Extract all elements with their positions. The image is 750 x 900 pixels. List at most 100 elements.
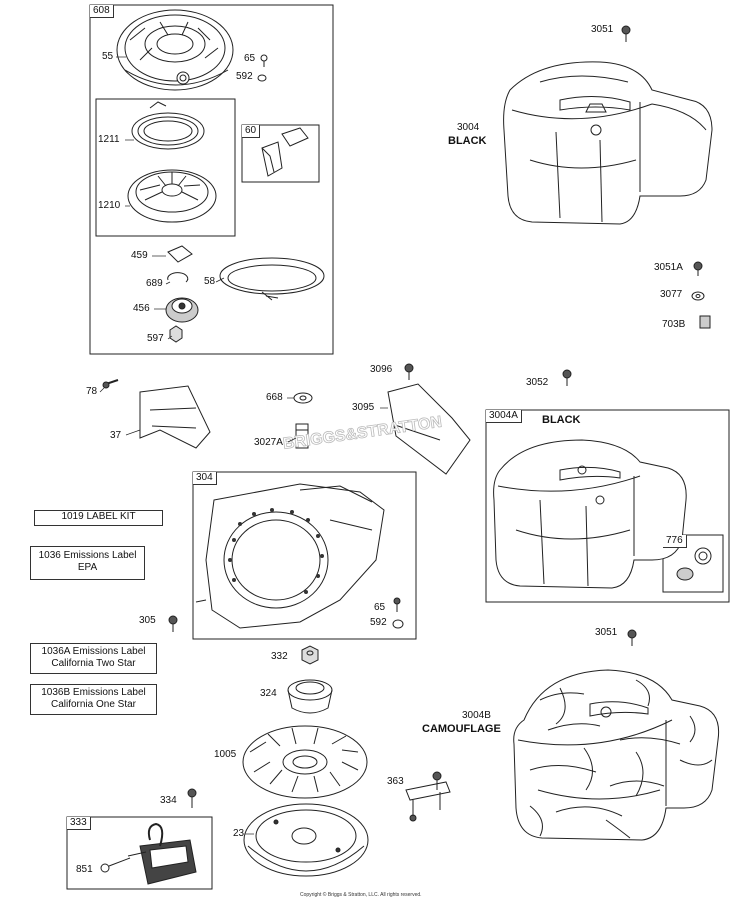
group-label-3004A: 3004A	[486, 410, 522, 423]
retainer-clip-part	[167, 272, 189, 283]
callout-3004B: 3004B	[462, 710, 491, 721]
callout-3077: 3077	[660, 289, 683, 300]
copyright-notice: Copyright © Briggs & Stratton, LLC. All …	[300, 892, 422, 898]
group-box-60	[241, 124, 320, 183]
callout-1210: 1210	[98, 200, 121, 211]
starter-housing-part	[116, 9, 234, 91]
screw-597-part	[169, 325, 183, 343]
shield-37-part	[139, 385, 211, 449]
callout-3052: 3052	[526, 377, 549, 388]
callout-65-lower: 65	[374, 602, 386, 613]
callout-65: 65	[244, 53, 256, 64]
callout-3095: 3095	[352, 402, 375, 413]
subgroup-box-spring	[95, 98, 236, 237]
pawl-retainer-part	[165, 297, 199, 323]
blower-housing-304-part	[195, 483, 385, 629]
starter-cup-324-part	[287, 679, 333, 714]
screw-305-part	[168, 615, 178, 632]
callout-23: 23	[233, 828, 245, 839]
group-box-776	[662, 534, 724, 593]
screw-65-lower-part	[393, 597, 401, 612]
callout-3051-top: 3051	[591, 24, 614, 35]
label-kit-1036A-line1: 1036A Emissions Label	[41, 646, 146, 657]
blower-housing-3004B-part	[513, 669, 720, 841]
callout-58: 58	[204, 276, 216, 287]
nut-592-lower-part	[392, 619, 404, 629]
starter-pulley-part	[127, 169, 217, 223]
callout-324: 324	[260, 688, 277, 699]
screw-3051A-part	[693, 261, 703, 276]
clip-703B-part	[699, 315, 711, 329]
screw-78-part	[102, 379, 119, 389]
blower-housing-3004A-part	[493, 439, 687, 589]
screw-3052-part	[562, 369, 572, 386]
blower-housing-3004-part	[503, 61, 713, 225]
callout-55: 55	[102, 51, 114, 62]
pawl-part	[167, 245, 193, 263]
callout-851: 851	[76, 864, 93, 875]
callout-3004-color: BLACK	[448, 135, 487, 147]
group-box-304	[192, 471, 417, 640]
group-box-608	[89, 4, 334, 355]
wire-851-part	[100, 857, 131, 873]
group-box-333	[66, 816, 213, 890]
callout-592: 592	[236, 71, 253, 82]
label-kit-1036-line1: 1036 Emissions Label	[38, 550, 137, 561]
label-kit-1036B-line2: California One Star	[50, 699, 137, 710]
callout-456: 456	[133, 303, 150, 314]
spacer-3027A-part	[295, 423, 309, 449]
callout-3004A-color: BLACK	[542, 414, 581, 426]
callout-332: 332	[271, 651, 288, 662]
group-label-608: 608	[90, 5, 114, 18]
callout-668: 668	[266, 392, 283, 403]
callout-3004B-color: CAMOUFLAGE	[422, 723, 501, 735]
washer-3077-part	[691, 291, 705, 301]
screw-3051-top-part	[621, 25, 631, 42]
label-kit-1036B-line1: 1036B Emissions Label	[41, 687, 146, 698]
callout-3051-lower: 3051	[595, 627, 618, 638]
flywheel-1005-part	[242, 725, 368, 799]
group-label-333: 333	[67, 817, 91, 830]
screw-334-part	[187, 788, 197, 808]
callout-1211: 1211	[98, 134, 120, 145]
callout-597: 597	[147, 333, 164, 344]
callout-78: 78	[86, 386, 98, 397]
washer-668-part	[293, 392, 313, 404]
nut-592-part	[257, 74, 267, 82]
callout-1005: 1005	[214, 749, 237, 760]
label-kit-1036A: 1036A Emissions Label California Two Sta…	[30, 643, 157, 674]
baffle-3095-part	[387, 383, 471, 475]
grommet-776-part	[676, 547, 712, 581]
group-label-60: 60	[242, 125, 261, 138]
label-kit-1036: 1036 Emissions Label EPA	[30, 546, 145, 580]
label-kit-1019: 1019 LABEL KIT	[34, 510, 163, 526]
callout-3051A: 3051A	[654, 262, 683, 273]
group-label-304: 304	[193, 472, 217, 485]
callout-703B: 703B	[662, 319, 686, 330]
callout-363: 363	[387, 776, 404, 787]
flywheel-23-part	[243, 803, 369, 877]
starter-handle-part	[261, 127, 309, 177]
group-box-3004A	[485, 409, 730, 603]
screw-3051-lower-part	[627, 629, 637, 646]
callout-3027A: 3027A	[254, 437, 283, 448]
screw-65-part	[260, 54, 268, 67]
callout-334: 334	[160, 795, 177, 806]
leader-lines	[99, 56, 388, 835]
label-kit-1019-text: 1019 LABEL KIT	[61, 511, 136, 522]
screw-3096-part	[404, 363, 414, 380]
callout-459: 459	[131, 250, 148, 261]
callout-689: 689	[146, 278, 163, 289]
group-label-776: 776	[663, 535, 687, 548]
label-kit-1036-line2: EPA	[77, 562, 98, 573]
callout-3004: 3004	[457, 122, 480, 133]
callout-305: 305	[139, 615, 156, 626]
bracket-363-part	[405, 771, 451, 822]
callout-37: 37	[110, 430, 122, 441]
callout-3096: 3096	[370, 364, 393, 375]
ignition-armature-part	[127, 822, 197, 885]
label-kit-1036A-line2: California Two Star	[51, 658, 136, 669]
callout-592-lower: 592	[370, 617, 387, 628]
label-kit-1036B: 1036B Emissions Label California One Sta…	[30, 684, 157, 715]
